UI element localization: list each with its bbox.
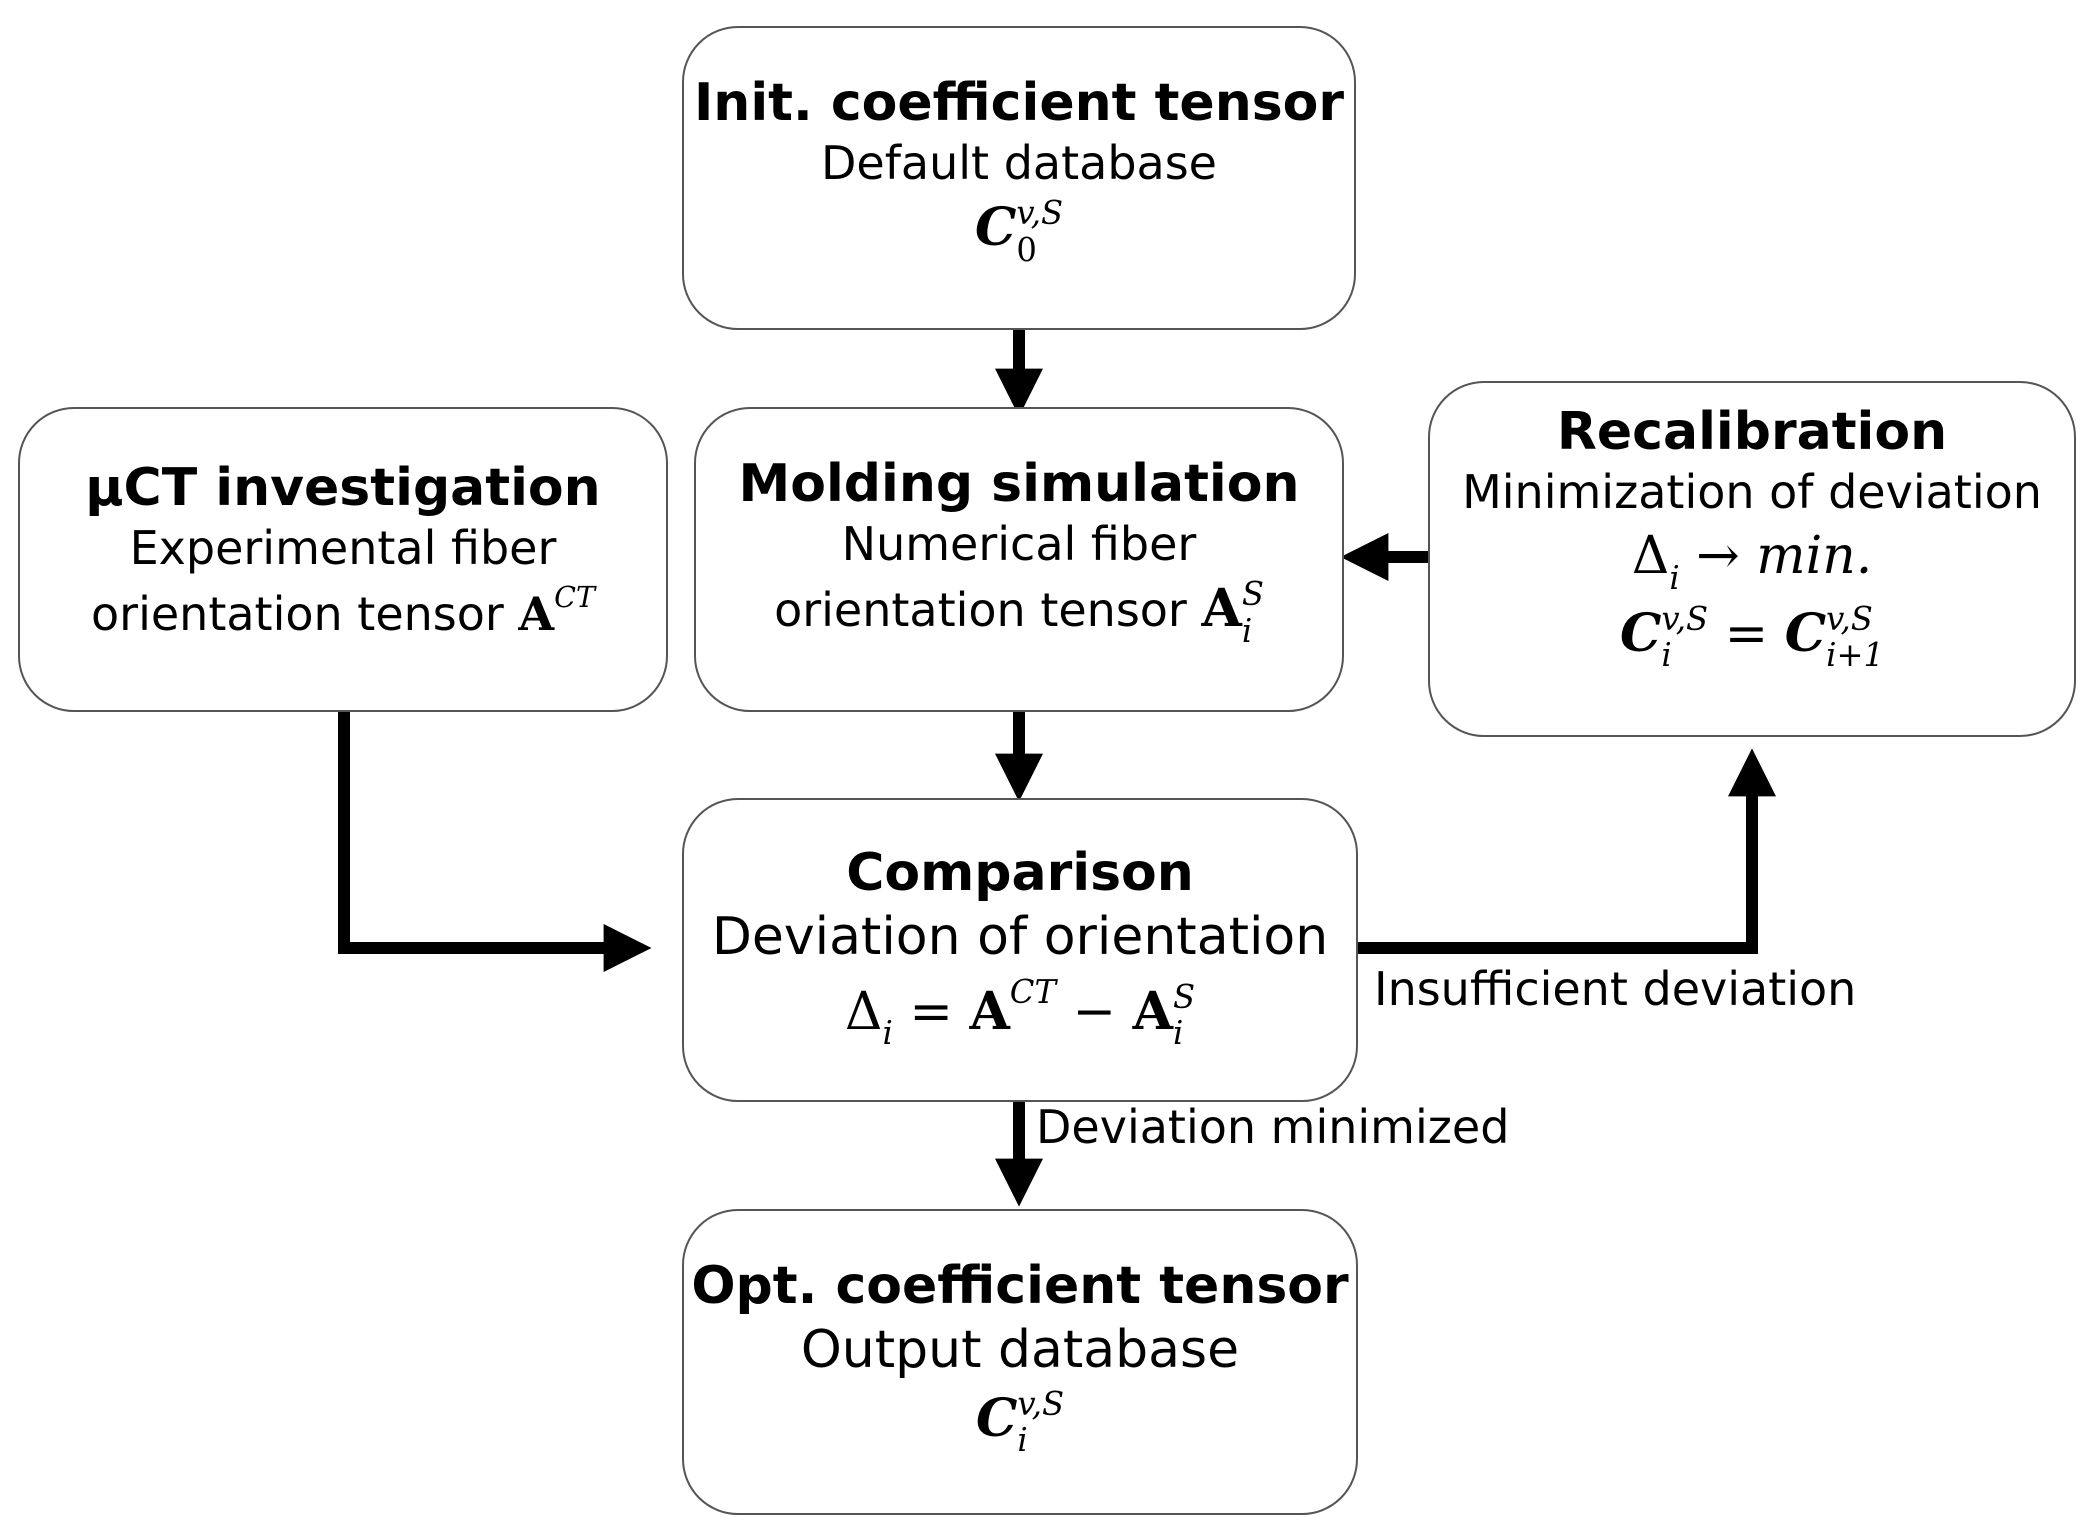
edge-label-insufficient-deviation: Insufficient deviation [1374, 962, 1857, 1016]
node-comparison: Comparison Deviation of orientation Δ i … [682, 798, 1358, 1102]
node-recalibration: Recalibration Minimization of deviation … [1428, 381, 2076, 737]
node-line-1: Numerical fiber [841, 517, 1197, 572]
node-title: Comparison [846, 843, 1194, 903]
node-mu-ct-investigation: µCT investigation Experimental fiber ori… [18, 407, 668, 712]
arrow-comparison-to-recalibration [1358, 748, 1776, 954]
node-molding-simulation: Molding simulation Numerical fiber orien… [694, 407, 1344, 712]
arrow-muct-to-comparison [338, 712, 652, 972]
node-title: Molding simulation [738, 454, 1300, 514]
node-line-1: Deviation of orientation [711, 907, 1329, 968]
edge-label-deviation-minimized: Deviation minimized [1036, 1100, 1510, 1154]
node-line-1: Experimental fiber [129, 521, 557, 576]
node-line-1: Minimization of deviation [1462, 465, 2042, 520]
node-subtitle: Output database [800, 1320, 1240, 1381]
node-title: Opt. coefficient tensor [691, 1256, 1349, 1316]
node-subtitle: Default database [821, 136, 1217, 191]
node-title: µCT investigation [85, 458, 601, 518]
node-line-2: orientation tensor ACT [91, 581, 595, 641]
node-optimal-coefficient-tensor: Opt. coefficient tensor Output database … [682, 1209, 1358, 1515]
node-init-coefficient-tensor: Init. coefficient tensor Default databas… [682, 26, 1356, 330]
minimization-formula: Δ i → min. [1631, 526, 1873, 597]
node-title: Init. coefficient tensor [693, 73, 1345, 133]
node-title: Recalibration [1556, 402, 1948, 462]
